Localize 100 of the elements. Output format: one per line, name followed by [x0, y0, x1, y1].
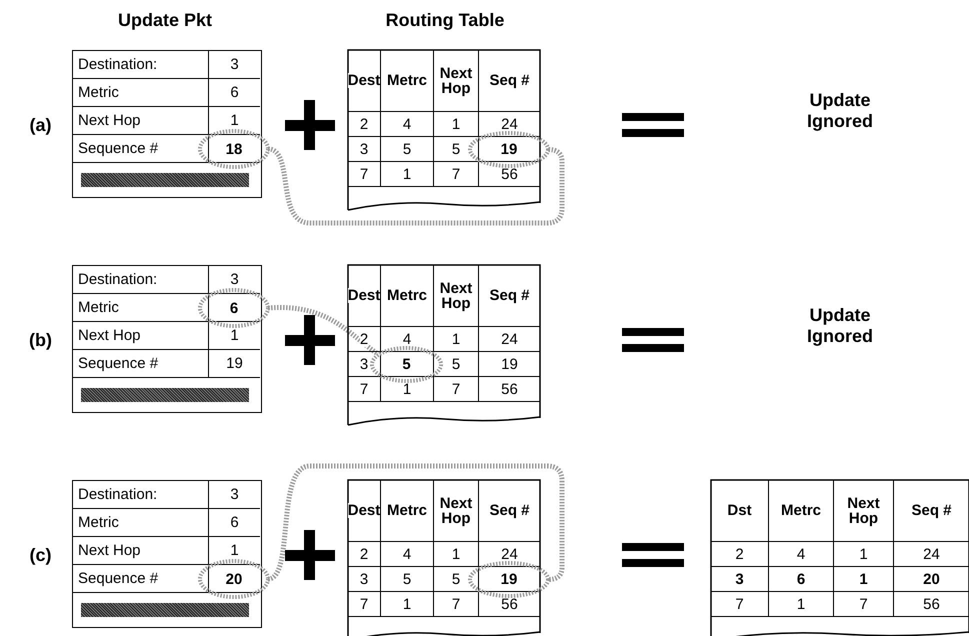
field-value: 1: [230, 328, 239, 343]
table-value: 1: [402, 596, 412, 612]
routing-table: [348, 265, 540, 426]
section-heading: Update Pkt: [116, 10, 214, 31]
table-value: 7: [452, 596, 460, 612]
field-label: Sequence #: [78, 571, 158, 586]
row-label: (b): [28, 330, 53, 351]
table-value: 4: [796, 546, 806, 562]
highlighted-value: [198, 129, 270, 169]
circled-value: 19: [500, 142, 518, 157]
table-value: 19: [501, 356, 518, 372]
column-header: Metrc: [780, 503, 821, 518]
table-value: 4: [402, 332, 412, 346]
table-value: 2: [735, 546, 744, 562]
connector-line: [267, 146, 564, 226]
column-header: Dst: [727, 503, 752, 518]
highlighted-value: [370, 346, 443, 383]
table-value: 7: [360, 166, 368, 182]
table-value: 2: [360, 546, 368, 562]
table-value: 1: [796, 596, 806, 612]
table-value: 5: [452, 142, 460, 156]
column-header: Dest: [348, 73, 380, 88]
connector-line: [267, 464, 564, 582]
table-value: 24: [501, 546, 518, 562]
table-value: 2: [360, 332, 368, 346]
table-value: 1: [452, 116, 460, 132]
table-value: 7: [452, 382, 460, 396]
table-value: 5: [402, 572, 412, 586]
table-value: 2: [360, 116, 368, 132]
circled-value: 6: [230, 300, 238, 316]
column-header: Seq #: [489, 288, 530, 303]
field-label: Metric: [78, 300, 119, 315]
column-header: Metrc: [386, 503, 427, 518]
table-value: 56: [923, 596, 940, 612]
circled-value: 18: [226, 142, 242, 156]
result-text: Update Ignored: [806, 90, 874, 132]
table-value: 4: [402, 116, 412, 132]
table-value: 4: [402, 546, 412, 562]
highlighted-value: [198, 288, 270, 328]
highlighted-value: [198, 559, 270, 599]
field-label: Metric: [78, 515, 119, 530]
table-value: 56: [501, 596, 518, 612]
table-value: 24: [923, 546, 940, 562]
field-label: Sequence #: [78, 141, 158, 156]
table-value: 1: [452, 332, 460, 346]
field-value: 3: [230, 57, 239, 72]
table-value: 5: [452, 572, 460, 586]
column-header: Metrc: [386, 288, 427, 303]
field-value: 19: [226, 356, 243, 371]
payload-bar: [81, 173, 249, 187]
table-value: 1: [859, 546, 868, 562]
field-label: Destination:: [78, 272, 158, 287]
result-text: Update Ignored: [806, 305, 874, 347]
field-label: Next Hop: [78, 328, 141, 343]
field-label: Next Hop: [78, 113, 141, 128]
circled-value: 19: [500, 572, 518, 587]
table-value: 5: [452, 356, 460, 372]
table-value: 1: [402, 382, 412, 396]
table-value: 20: [923, 572, 940, 586]
field-label: Destination:: [78, 487, 158, 502]
routing-table: [711, 480, 969, 636]
column-header: Seq #: [489, 503, 530, 518]
row-label: (a): [28, 115, 52, 136]
table-value: 3: [735, 572, 744, 586]
table-value: 3: [360, 142, 368, 156]
field-value: 6: [230, 85, 239, 100]
field-label: Next Hop: [78, 543, 141, 558]
table-value: 7: [452, 166, 460, 182]
table-value: 7: [360, 596, 368, 612]
column-header: Seq #: [911, 503, 952, 518]
table-value: 7: [360, 382, 368, 396]
table-value: 24: [501, 332, 518, 346]
circled-value: 5: [402, 357, 411, 372]
table-value: 7: [859, 596, 868, 612]
table-value: 1: [859, 572, 868, 586]
column-header: Dest: [348, 288, 380, 303]
table-value: 3: [360, 356, 368, 372]
field-value: 1: [230, 543, 239, 558]
field-label: Destination:: [78, 57, 158, 72]
field-value: 3: [230, 487, 239, 502]
highlighted-value: [468, 131, 550, 168]
payload-bar: [81, 603, 249, 617]
connector-line: [268, 305, 380, 356]
column-header: Metrc: [386, 73, 427, 88]
highlighted-value: [468, 561, 550, 598]
table-value: 1: [402, 166, 412, 182]
row-label: (c): [28, 545, 52, 566]
field-value: 3: [230, 272, 239, 287]
table-value: 56: [501, 382, 518, 396]
table-value: 3: [360, 572, 368, 586]
table-value: 7: [735, 596, 744, 612]
column-header: Dest: [348, 503, 380, 518]
table-value: 6: [796, 572, 806, 586]
field-label: Metric: [78, 85, 119, 100]
field-value: 1: [230, 113, 239, 128]
section-heading: Routing Table: [384, 10, 506, 31]
column-header: Seq #: [489, 73, 530, 88]
table-value: 1: [452, 546, 460, 562]
payload-bar: [81, 388, 249, 402]
circled-value: 20: [226, 572, 242, 586]
